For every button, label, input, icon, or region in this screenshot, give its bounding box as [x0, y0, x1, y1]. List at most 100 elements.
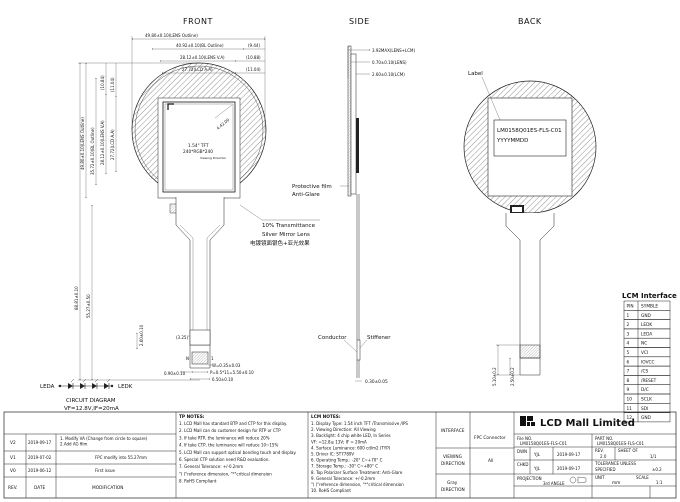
interface-row-2-pin: 2 [627, 322, 630, 328]
dim-va-height: 28.12±0.10(LENS V.A) [100, 120, 105, 165]
lcm-note-line: 5. Driver IC: ST7789V [311, 452, 354, 457]
fpc-tail [175, 197, 225, 346]
tp-note-line: 7. General Tolerance: +/-0.2mm [179, 464, 243, 469]
interface-row-8-pin: 8 [627, 378, 630, 384]
scale-label: SCALE [636, 475, 649, 480]
revision-date: 2019-09-17 [28, 440, 52, 445]
lcm-note-line: "( )"reference dimension, "*"critical di… [311, 482, 404, 487]
interface-header-pin: PIN [627, 304, 634, 310]
circuit-spec: VF=12.8V,IF=20mA [64, 406, 119, 412]
viewing-label-1: VIEWING [443, 454, 462, 460]
interface-row-9-pin: 9 [627, 387, 630, 393]
rev-header-mod: MODIFICATION [92, 485, 124, 491]
interface-row-7-pin: 7 [627, 369, 630, 375]
rev-header-date: DATE [34, 485, 45, 491]
tp-note-line: 2. LCD Mall can do customer design for R… [179, 428, 281, 433]
gray-label-1: Gray [447, 480, 458, 486]
sheet-value: 1/1 [650, 454, 657, 459]
lcm-note-line: 10. RoHS Compliant [311, 488, 351, 493]
lcd-active-area [162, 101, 236, 193]
tp-note-line: 6. Special CTP solution need R&D evaluat… [179, 457, 270, 462]
file-no-label: File NO. [517, 436, 532, 441]
interface-row-12-symbol: GND [641, 415, 652, 421]
lcd-viewing-text: Viewing Direction [200, 156, 226, 160]
interface-row-9-symbol: D/C [641, 387, 649, 393]
chkd-date: 2019-09-17 [557, 466, 581, 471]
lcm-note-line: 6. Operating Temp.: -20° C~+70° C [311, 458, 383, 463]
company-name: LCD Mall Limited [540, 418, 635, 429]
projection-label: PROJECTION [517, 476, 542, 481]
interface-label: INTERFACE [441, 428, 465, 434]
dim-pin-width: W=0.35±0.03 [212, 363, 241, 368]
back-dim-5-10: 5.10±0.2 [492, 367, 497, 386]
interface-row-5-pin: 5 [627, 350, 630, 356]
pin-mark-1: 1 [211, 356, 214, 361]
interface-row-10-pin: 10 [627, 397, 633, 403]
tp-note-line: 1. LCD Mall has standard BTP and CTP for… [179, 421, 287, 426]
dim-lens-outline-width: 49.80±0.10(LENS Outline) [145, 33, 198, 38]
rev-header-rev: REV. [8, 485, 17, 491]
interface-row-4-symbol: NC [641, 341, 647, 347]
dim-lens-va: 28.12±0.10(LENS V.A) [180, 55, 225, 60]
rev-label: REV. [595, 448, 604, 453]
lcm-note-line: 8. Top Polarizer Surface Treatment: Anti… [311, 470, 403, 475]
interface-row-5-symbol: VCI [641, 350, 648, 356]
gray-label-2: DIRECTION [441, 487, 465, 493]
dim-va-right: (10.88) [246, 55, 261, 60]
part-no-value: LM0158Q01ES-FLS-C01 [597, 441, 644, 446]
side-dim-lcm: 2.60±0.10(LCM) [372, 72, 405, 77]
callout-conductor: Conductor [318, 335, 347, 341]
lcd-size-text: 1.54" TFT [188, 143, 209, 149]
circuit-ledk: LEDK [118, 384, 133, 390]
chkd-label: CHKD [517, 462, 529, 467]
side-view-title: SIDE [349, 17, 370, 26]
tp-note-line: 8. RoHS Compliant [179, 479, 217, 484]
lcm-note-line: VF: =12.8≤ 13V; IF = 20mA [311, 439, 367, 444]
led-diode-icon [92, 383, 97, 389]
bottom-title-block: V2 2019-09-17 1. Modify VA (Change from ci… [3, 411, 677, 499]
revision-version: V1 [10, 455, 16, 461]
side-dim-lens: 0.70±0.10(LENS) [372, 60, 407, 65]
dim-aa-right: (11.04) [246, 67, 261, 72]
lcm-note-line: 1. Display Type: 1.54 inch TFT /Transmis… [311, 421, 408, 426]
interface-row-3-symbol: LEDA [641, 331, 652, 337]
revision-version: V0 [10, 468, 16, 474]
revision-modification: First issue [95, 468, 116, 473]
rev-value: 2.0 [600, 454, 607, 459]
tolerance-value: ±0.2 [652, 467, 662, 472]
led-diode-icon [68, 383, 73, 389]
side-lcm [350, 53, 357, 195]
dim-total-height: 88.81±0.10 [74, 286, 79, 310]
callout-anti-glare: Anti-Glare [292, 192, 320, 198]
front-view: 49.80±0.10(LENS Outline) 40.92±0.10(BL O… [74, 33, 267, 382]
dim-11-04: (11.04) [110, 77, 115, 92]
dim-aa-height: 27.72(LCD A.A) [110, 129, 115, 160]
callout-protective-film: Protective film [292, 184, 332, 190]
back-view: LM0158Q01ES-FLS-C01 YYYYMMDD Label 5.10±… [463, 71, 597, 386]
side-lens [347, 45, 352, 197]
dim-6-50: 6.50±0.10 [212, 377, 234, 382]
dim-2-60: 2.60±0.10 [139, 324, 144, 346]
revision-version: V2 [10, 440, 16, 446]
lcm-note-line: 7. Storage Temp.: -30° C~+80° C [311, 464, 378, 469]
dwn-label: DWN [517, 449, 527, 454]
revision-modification: 1. Modify VA (Change from circle to squa… [60, 436, 148, 441]
interface-row-8-symbol: /RESET [641, 378, 657, 384]
lcm-note-line: 3. Backlight: 4 chip white LED, In Serie… [311, 433, 391, 438]
part-no-label: PART NO. [595, 436, 613, 441]
dim-bl-outline-height: 35.72±0.10(BL Outline) [90, 127, 95, 175]
side-dim-fpc-thickness: 0.30±0.05 [365, 379, 388, 385]
interface-row-6-symbol: IOVCC [641, 359, 655, 365]
callout-transmittance: 10% Transmittance [262, 223, 316, 229]
revision-date: 2019-07-02 [28, 455, 52, 460]
side-view: 3.92MAX(LENS+LCM) 0.70±0.10(LENS) 2.60±0… [347, 45, 416, 385]
unit-label: UNIT [595, 475, 605, 480]
dim-3-25: (3.25) [176, 335, 188, 340]
interface-row-7-symbol: /CS [641, 369, 648, 375]
sheet-label: SHEET OF [618, 448, 638, 453]
interface-header-symbol: SYMBLE [641, 304, 658, 310]
dim-pin-pitch: P=0.5*11=5.50±0.10 [210, 370, 254, 375]
file-no-value: LM0158Q01ES-FLS-C01 [520, 441, 567, 446]
pin-mark-n: N [186, 356, 189, 361]
fpc-connector-pins [191, 351, 209, 365]
